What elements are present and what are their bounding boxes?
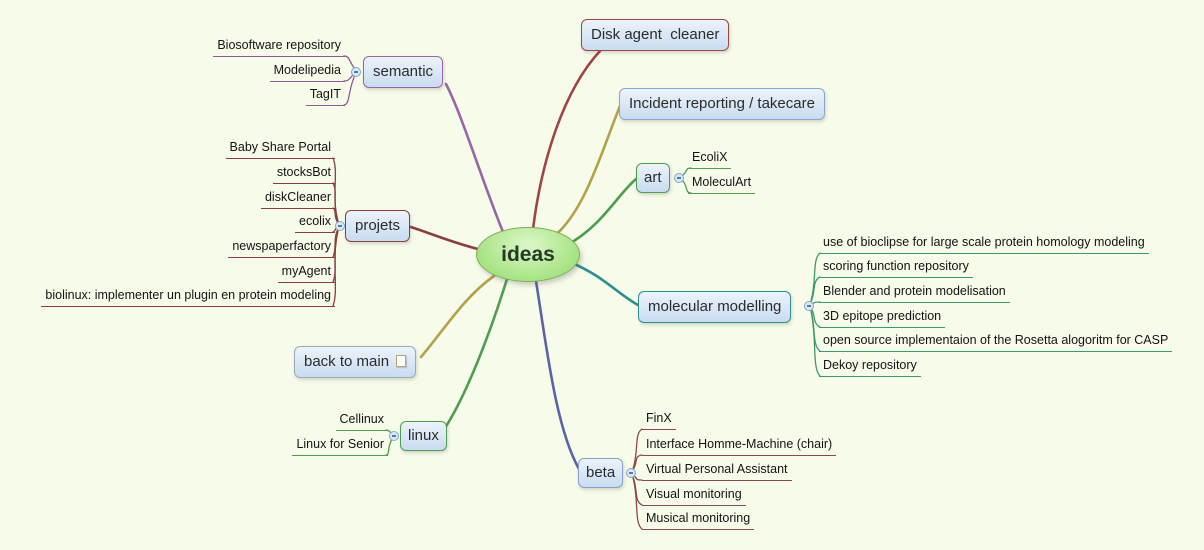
subtopic-virtual-personal-assistant[interactable]: Virtual Personal Assistant bbox=[642, 461, 792, 481]
topic-back-to-main[interactable]: back to main bbox=[294, 346, 417, 378]
subtopic-finx[interactable]: FinX bbox=[642, 410, 676, 430]
child-line-linux-for-senior bbox=[385, 438, 393, 456]
topic-label: back to main bbox=[304, 353, 390, 370]
topic-art[interactable]: art bbox=[636, 163, 670, 193]
subtopic-myagent[interactable]: myAgent bbox=[277, 263, 335, 283]
branch-line-beta bbox=[534, 279, 581, 471]
subtopic-rosetta-casp[interactable]: open source implementaion of the Rosetta… bbox=[819, 332, 1173, 352]
subtopic-biolinux-plugin[interactable]: biolinux: implementer un plugin en prote… bbox=[41, 287, 335, 307]
child-line-finx bbox=[632, 428, 643, 470]
child-line-bioclipse bbox=[810, 252, 821, 302]
branch-line-semantic bbox=[444, 82, 505, 234]
child-line-tagit bbox=[343, 74, 356, 106]
topic-disk-agent-cleaner[interactable]: Disk agent cleaner bbox=[581, 19, 730, 51]
branch-line-projets bbox=[409, 225, 480, 251]
subtopic-interface-homme-machine[interactable]: Interface Homme-Machine (chair) bbox=[642, 436, 837, 456]
collapse-icon-molecular-modelling[interactable] bbox=[804, 301, 814, 311]
collapse-icon-semantic[interactable] bbox=[351, 67, 361, 77]
subtopic-musical-monitoring[interactable]: Musical monitoring bbox=[642, 510, 755, 530]
topic-linux[interactable]: linux bbox=[400, 421, 447, 451]
subtopic-biosoftware-repository[interactable]: Biosoftware repository bbox=[213, 37, 345, 57]
subtopic-bioclipse-homology[interactable]: use of bioclipse for large scale protein… bbox=[819, 234, 1149, 254]
topic-semantic[interactable]: semantic bbox=[363, 56, 444, 88]
collapse-icon-beta[interactable] bbox=[626, 468, 636, 478]
topic-incident-reporting-takecare[interactable]: Incident reporting / takecare bbox=[619, 88, 825, 120]
subtopic-moleculart[interactable]: MoleculArt bbox=[688, 174, 756, 194]
topic-molecular-modelling[interactable]: molecular modelling bbox=[638, 291, 792, 323]
topic-beta[interactable]: beta bbox=[578, 458, 624, 488]
subtopic-stocksbot[interactable]: stocksBot bbox=[272, 164, 335, 184]
subtopic-visual-monitoring[interactable]: Visual monitoring bbox=[642, 486, 746, 506]
subtopic-blender-protein-modelisation[interactable]: Blender and protein modelisation bbox=[819, 283, 1010, 303]
subtopic-ecolix-art[interactable]: EcoliX bbox=[688, 149, 732, 169]
subtopic-modelipedia[interactable]: Modelipedia bbox=[269, 62, 345, 82]
subtopic-tagit[interactable]: TagIT bbox=[305, 86, 345, 106]
subtopic-linux-for-senior[interactable]: Linux for Senior bbox=[292, 436, 388, 456]
child-line-moleculart bbox=[682, 180, 692, 194]
central-topic-ideas[interactable]: ideas bbox=[476, 227, 580, 282]
branch-line-incident-reporting bbox=[551, 104, 622, 239]
branch-line-art bbox=[565, 177, 638, 247]
linked-sheet-icon bbox=[396, 355, 407, 367]
branch-line-molecular-modelling bbox=[570, 261, 640, 307]
branch-line-linux bbox=[443, 277, 509, 430]
subtopic-baby-share-portal[interactable]: Baby Share Portal bbox=[225, 139, 335, 159]
branch-line-back-to-main bbox=[419, 274, 496, 359]
child-line-dekoy bbox=[810, 310, 821, 377]
subtopic-scoring-function-repository[interactable]: scoring function repository bbox=[819, 258, 973, 278]
topic-projets[interactable]: projets bbox=[345, 210, 411, 242]
child-line-scoring-function bbox=[810, 276, 821, 303]
child-line-musical-monitoring bbox=[632, 477, 643, 530]
subtopic-cellinux[interactable]: Cellinux bbox=[335, 411, 388, 431]
child-line-biolinux bbox=[332, 230, 339, 307]
subtopic-ecolix[interactable]: ecolix bbox=[295, 213, 335, 233]
subtopic-3d-epitope-prediction[interactable]: 3D epitope prediction bbox=[819, 308, 946, 328]
branch-line-disk-agent-cleaner bbox=[531, 49, 602, 231]
collapse-icon-linux[interactable] bbox=[389, 431, 399, 441]
collapse-icon-projets[interactable] bbox=[335, 221, 345, 231]
subtopic-newspaperfactory[interactable]: newspaperfactory bbox=[228, 238, 335, 258]
subtopic-dekoy-repository[interactable]: Dekoy repository bbox=[819, 357, 921, 377]
subtopic-diskcleaner[interactable]: diskCleaner bbox=[260, 189, 335, 209]
child-line-stocksbot bbox=[332, 182, 339, 223]
collapse-icon-art[interactable] bbox=[674, 173, 684, 183]
